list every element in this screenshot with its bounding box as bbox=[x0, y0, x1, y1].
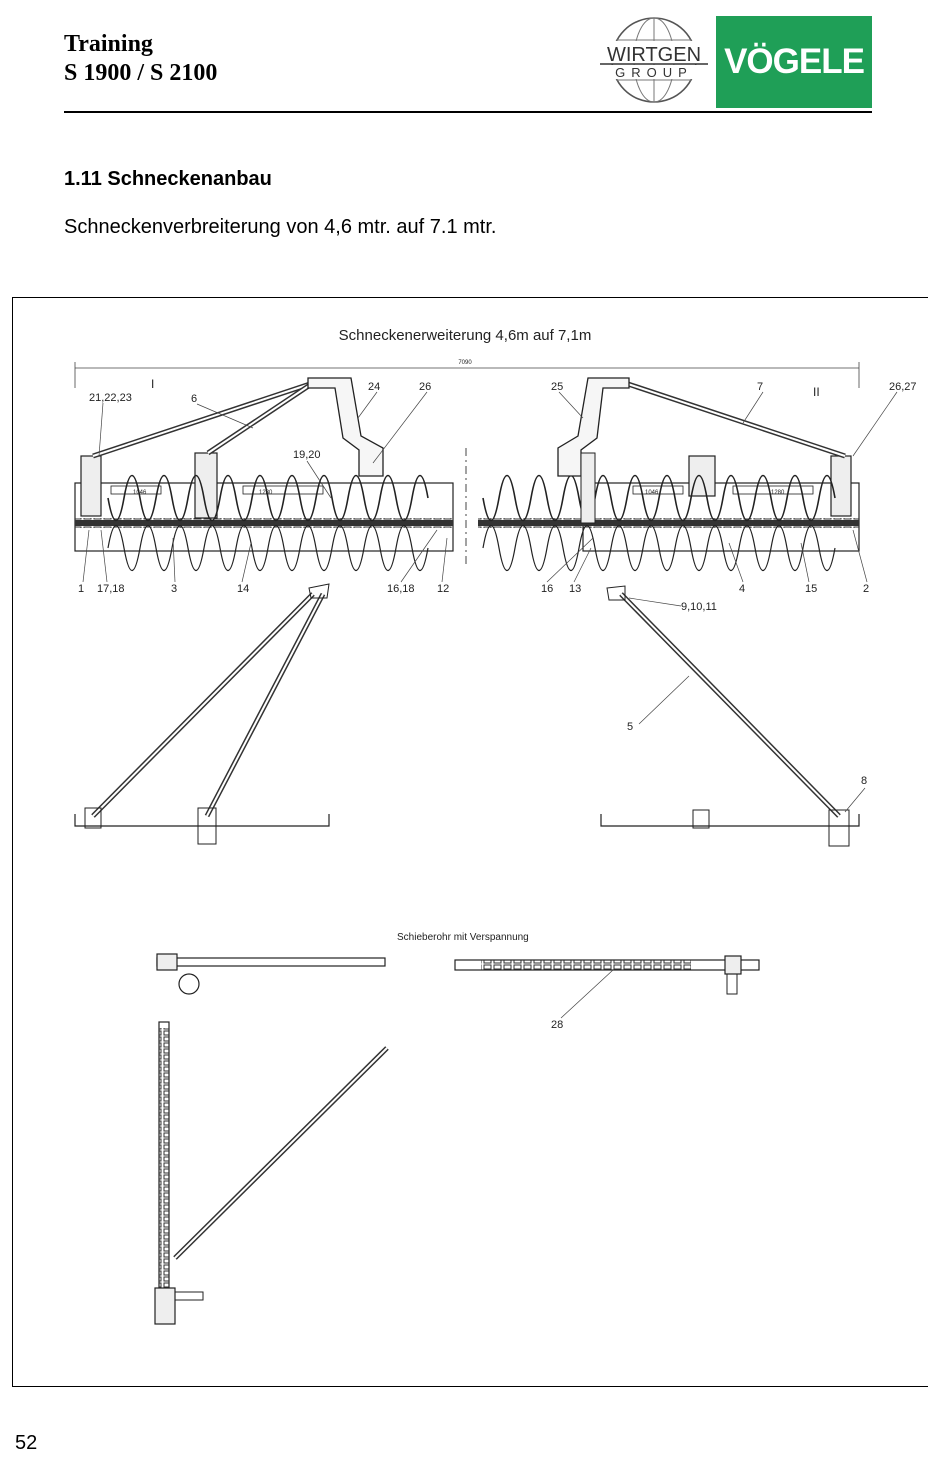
roman-left: I bbox=[151, 377, 154, 391]
sliding-tube-right bbox=[454, 955, 760, 995]
callout-5: 5 bbox=[627, 721, 633, 733]
callout-8: 8 bbox=[861, 775, 867, 787]
dim-left-1: 1046 bbox=[133, 490, 147, 496]
left-braces bbox=[74, 583, 330, 845]
callout-1: 1 bbox=[78, 583, 84, 595]
callout-16-18: 16,18 bbox=[387, 583, 415, 595]
left-auger-assembly bbox=[74, 377, 454, 571]
callout-17-18: 17,18 bbox=[97, 583, 125, 595]
technical-drawing: Schneckenerweiterung 4,6m auf 7,1m 7090 … bbox=[12, 297, 928, 1387]
overall-dimension: 7090 bbox=[458, 360, 472, 366]
callout-26: 26 bbox=[419, 381, 431, 393]
vogele-logo-text: VÖGELE bbox=[724, 42, 865, 81]
callout-4: 4 bbox=[739, 583, 745, 595]
title-line-training: Training bbox=[64, 31, 153, 57]
section-description: Schneckenverbreiterung von 4,6 mtr. auf … bbox=[64, 216, 497, 238]
callout-24: 24 bbox=[368, 381, 380, 393]
callout-12: 12 bbox=[437, 583, 449, 595]
logo-group-text: GROUP bbox=[615, 65, 693, 80]
callout-21-22-23: 21,22,23 bbox=[89, 392, 132, 404]
callout-3: 3 bbox=[171, 583, 177, 595]
right-brace bbox=[600, 585, 860, 847]
logo-wirtgen-text: WIRTGEN bbox=[607, 44, 701, 66]
header-divider bbox=[64, 111, 872, 113]
sub-drawing-title: Schieberohr mit Verspannung bbox=[397, 932, 529, 943]
dim-right-1: 1046 bbox=[645, 490, 659, 496]
callout-25: 25 bbox=[551, 381, 563, 393]
dim-left-2: 1280 bbox=[259, 490, 273, 496]
roman-right: II bbox=[813, 385, 820, 399]
drawing-title: Schneckenerweiterung 4,6m auf 7,1m bbox=[339, 327, 592, 344]
dim-right-2: 1280 bbox=[771, 490, 785, 496]
callout-28: 28 bbox=[551, 1019, 563, 1031]
title-line-model: S 1900 / S 2100 bbox=[64, 60, 218, 86]
callout-19-20: 19,20 bbox=[293, 449, 321, 461]
callout-14: 14 bbox=[237, 583, 249, 595]
page-number: 52 bbox=[15, 1432, 38, 1454]
callout-7: 7 bbox=[757, 381, 763, 393]
section-heading: 1.11 Schneckenanbau bbox=[64, 168, 272, 190]
sliding-tube-vertical bbox=[154, 1021, 389, 1325]
callout-13: 13 bbox=[569, 583, 581, 595]
callout-26-27: 26,27 bbox=[889, 381, 917, 393]
right-auger-assembly bbox=[478, 377, 860, 571]
callout-6: 6 bbox=[191, 393, 197, 405]
callout-16: 16 bbox=[541, 583, 553, 595]
auger-extension-drawing: Schneckenerweiterung 4,6m auf 7,1m 7090 … bbox=[74, 327, 917, 1325]
vogele-logo: VÖGELE bbox=[716, 16, 872, 108]
callout-15: 15 bbox=[805, 583, 817, 595]
document-title: Training S 1900 / S 2100 bbox=[64, 30, 217, 88]
callout-9-10-11: 9,10,11 bbox=[681, 601, 717, 613]
callout-2: 2 bbox=[863, 583, 869, 595]
wirtgen-group-logo: WIRTGEN GROUP bbox=[600, 17, 708, 103]
sliding-tube-left bbox=[156, 953, 386, 995]
